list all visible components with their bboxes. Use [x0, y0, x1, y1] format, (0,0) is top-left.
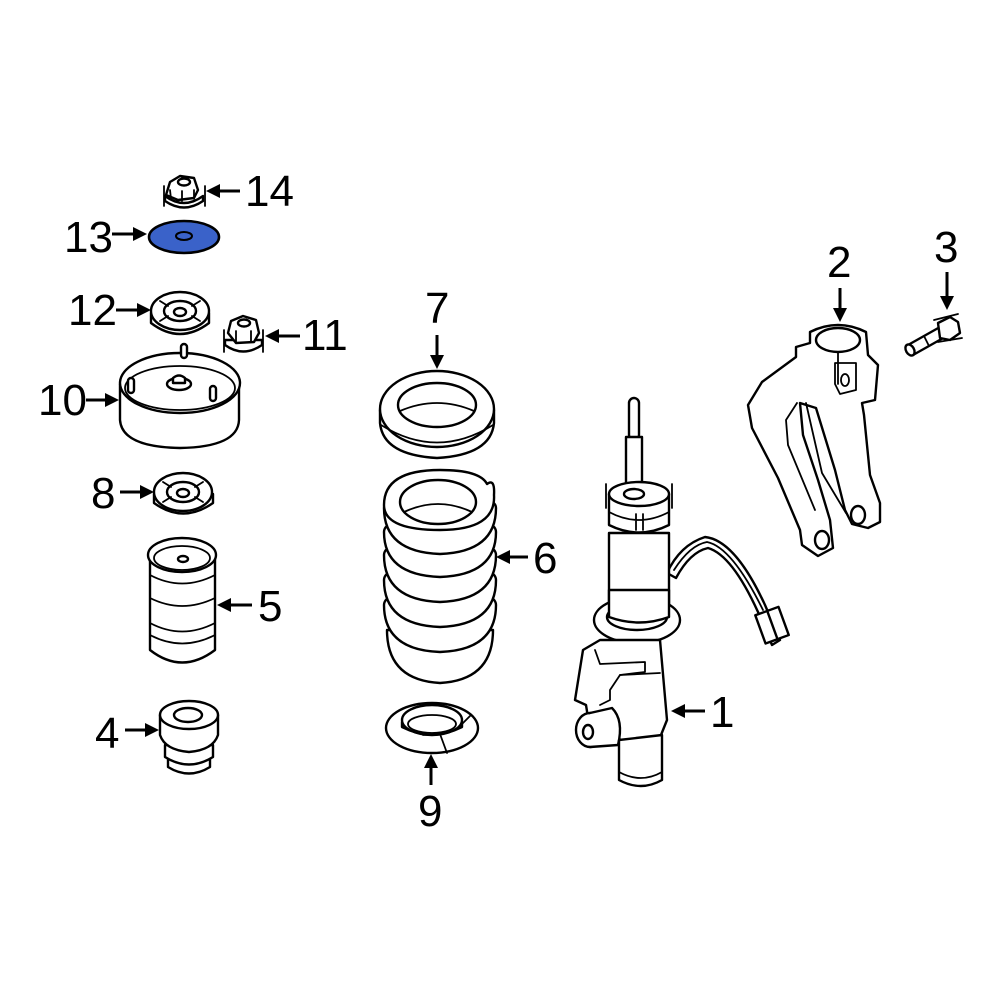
part-6-coil-spring[interactable] — [382, 468, 498, 685]
svg-text:6: 6 — [533, 534, 557, 583]
callout-6: 6 — [496, 534, 557, 583]
part-13-washer-highlighted[interactable] — [147, 219, 221, 255]
callout-13: 13 — [64, 213, 147, 262]
part-3-bolt[interactable] — [904, 313, 963, 357]
callout-9: 9 — [418, 754, 442, 836]
svg-text:4: 4 — [95, 709, 119, 758]
svg-text:9: 9 — [418, 787, 442, 836]
part-12-bushing[interactable] — [149, 290, 211, 336]
svg-text:8: 8 — [91, 469, 115, 518]
callout-1: 1 — [671, 688, 734, 737]
callout-12: 12 — [68, 286, 151, 335]
svg-text:12: 12 — [68, 286, 117, 335]
svg-text:11: 11 — [302, 311, 348, 360]
part-14-flange-nut[interactable] — [163, 174, 206, 209]
callout-5: 5 — [217, 582, 282, 631]
callout-11: 11 — [265, 311, 348, 360]
callout-4: 4 — [95, 709, 159, 758]
part-7-spring-seat[interactable] — [378, 369, 496, 460]
part-9-lower-spring-seat[interactable] — [384, 701, 480, 755]
part-4-bump-stop[interactable] — [158, 699, 220, 775]
part-1-strut-assembly[interactable] — [573, 396, 790, 788]
svg-text:14: 14 — [245, 167, 294, 216]
callout-7: 7 — [425, 284, 449, 369]
svg-text:5: 5 — [258, 582, 282, 631]
part-8-bushing[interactable] — [152, 471, 215, 515]
svg-text:7: 7 — [425, 284, 449, 333]
callout-2: 2 — [827, 238, 851, 322]
callout-10: 10 — [38, 376, 119, 425]
part-2-steering-knuckle[interactable] — [746, 323, 882, 558]
part-10-strut-mount[interactable] — [118, 342, 242, 450]
callout-14: 14 — [206, 167, 294, 216]
part-5-dust-boot[interactable] — [146, 536, 218, 664]
callout-8: 8 — [91, 469, 154, 518]
svg-text:10: 10 — [38, 376, 87, 425]
svg-text:2: 2 — [827, 238, 851, 287]
svg-text:1: 1 — [710, 688, 734, 737]
callout-3: 3 — [934, 223, 958, 310]
part-11-nut[interactable] — [223, 314, 264, 353]
svg-text:3: 3 — [934, 223, 958, 272]
svg-text:13: 13 — [64, 213, 113, 262]
